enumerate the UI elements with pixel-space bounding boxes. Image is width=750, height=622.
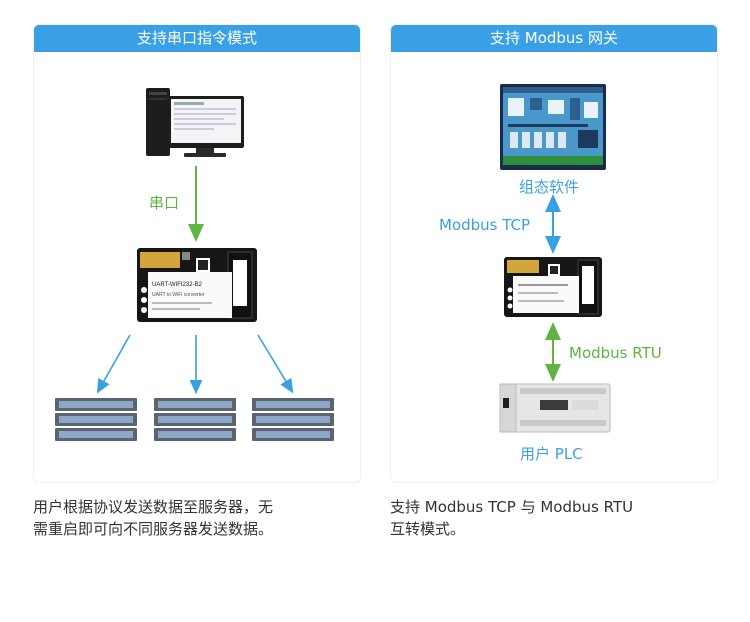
module-sub-text: UART to WiFi converter — [152, 292, 205, 298]
right-description-line-2: 互转模式。 — [390, 520, 466, 538]
arrow-to-server-1 — [96, 334, 131, 394]
left-description-line-2: 需重启即可向不同服务器发送数据。 — [33, 520, 274, 538]
right-description: 支持 Modbus TCP 与 Modbus RTU 互转模式。 — [390, 496, 720, 540]
left-card-title: 支持串口指令模式 — [136, 29, 257, 47]
left-card-header: 支持串口指令模式 — [33, 24, 361, 52]
plc-icon — [499, 383, 611, 433]
scada-label: 组态软件 — [519, 178, 580, 196]
scada-screen-icon — [500, 84, 606, 170]
modbus-tcp-label: Modbus TCP — [439, 216, 531, 234]
server-3 — [252, 398, 334, 441]
right-description-line-1: 支持 Modbus TCP 与 Modbus RTU — [390, 498, 634, 516]
left-card-frame — [33, 24, 361, 483]
right-card-frame — [390, 24, 718, 483]
modbus-rtu-label: Modbus RTU — [569, 344, 662, 362]
pc-icon — [146, 88, 244, 157]
right-card-title: 支持 Modbus 网关 — [489, 29, 619, 47]
module-model-text: UART-WIFI232-B2 — [152, 282, 203, 288]
wifi-module-right — [504, 257, 602, 317]
arrow-to-server-3 — [257, 334, 294, 394]
server-1 — [55, 398, 137, 441]
left-description-line-1: 用户根据协议发送数据至服务器，无 — [33, 498, 274, 516]
wifi-module-left: UART-WIFI232-B2 UART to WiFi converter — [137, 248, 257, 322]
left-description: 用户根据协议发送数据至服务器，无 需重启即可向不同服务器发送数据。 — [33, 496, 363, 540]
serial-label: 串口 — [149, 194, 180, 212]
server-2 — [154, 398, 236, 441]
plc-label: 用户 PLC — [520, 445, 583, 463]
right-card-header: 支持 Modbus 网关 — [390, 24, 718, 52]
